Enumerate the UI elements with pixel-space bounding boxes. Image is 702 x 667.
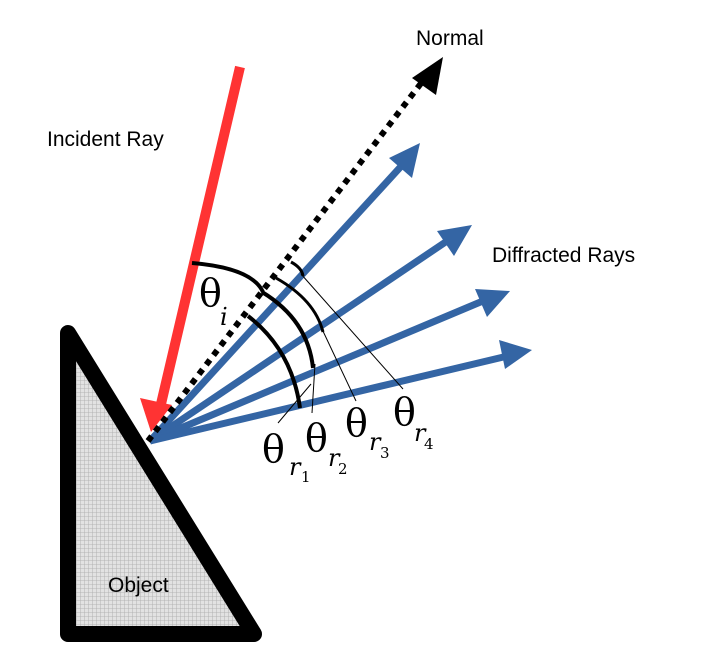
svg-text:r: r [414, 419, 427, 447]
svg-text:r: r [328, 444, 341, 472]
svg-text:r: r [369, 428, 382, 456]
svg-text:i: i [220, 303, 228, 331]
svg-text:θ: θ [345, 401, 368, 445]
angle-arcs [191, 260, 325, 409]
diffracted-ray-3 [148, 294, 492, 445]
diffracted-ray-3-arrowhead [475, 289, 510, 317]
object-triangle [60, 325, 262, 642]
svg-text:4: 4 [424, 435, 434, 453]
leader-r4 [300, 273, 404, 390]
diffracted-ray-2-arrowhead [437, 225, 472, 256]
theta-r1-symbol: θ r 1 [262, 427, 311, 486]
leader-lines [277, 273, 404, 424]
diffracted-ray-2 [148, 234, 455, 444]
theta-r4-symbol: θ r 4 [393, 390, 434, 453]
normal-line [145, 57, 443, 443]
svg-text:θ: θ [199, 271, 222, 315]
leader-r3 [321, 328, 357, 402]
arc-theta-r2 [260, 290, 315, 369]
svg-text:θ: θ [393, 390, 416, 434]
svg-text:θ: θ [262, 427, 285, 471]
incident-ray-label: Incident Ray [47, 128, 164, 151]
arc-theta-r1 [246, 314, 302, 409]
svg-text:2: 2 [338, 460, 348, 478]
svg-text:3: 3 [380, 444, 390, 462]
diffracted-ray-4 [149, 351, 513, 445]
svg-text:1: 1 [301, 468, 311, 486]
theta-r3-symbol: θ r 3 [345, 401, 390, 462]
incident-ray-line [156, 65, 245, 406]
diffracted-rays-label: Diffracted Rays [492, 244, 635, 267]
arc-theta-r4 [290, 260, 305, 277]
diffracted-rays [147, 143, 532, 445]
diffracted-ray-1-arrowhead [389, 143, 420, 178]
theta-r2-symbol: θ r 2 [305, 416, 348, 478]
incident-ray-arrowhead [140, 398, 172, 432]
arc-theta-i [191, 261, 265, 293]
leader-r1 [277, 383, 312, 424]
normal-label: Normal [416, 27, 484, 50]
object-label: Object [108, 574, 169, 597]
svg-text:r: r [289, 453, 302, 481]
theta-i-symbol: θ i [199, 271, 228, 331]
svg-text:θ: θ [305, 416, 328, 460]
incident-ray [140, 65, 245, 432]
normal-arrowhead [412, 57, 443, 95]
arc-theta-r3 [275, 276, 325, 333]
diffracted-ray-4-arrowhead [499, 340, 532, 369]
leader-r2 [311, 363, 316, 414]
normal-line-dotted [145, 76, 428, 443]
